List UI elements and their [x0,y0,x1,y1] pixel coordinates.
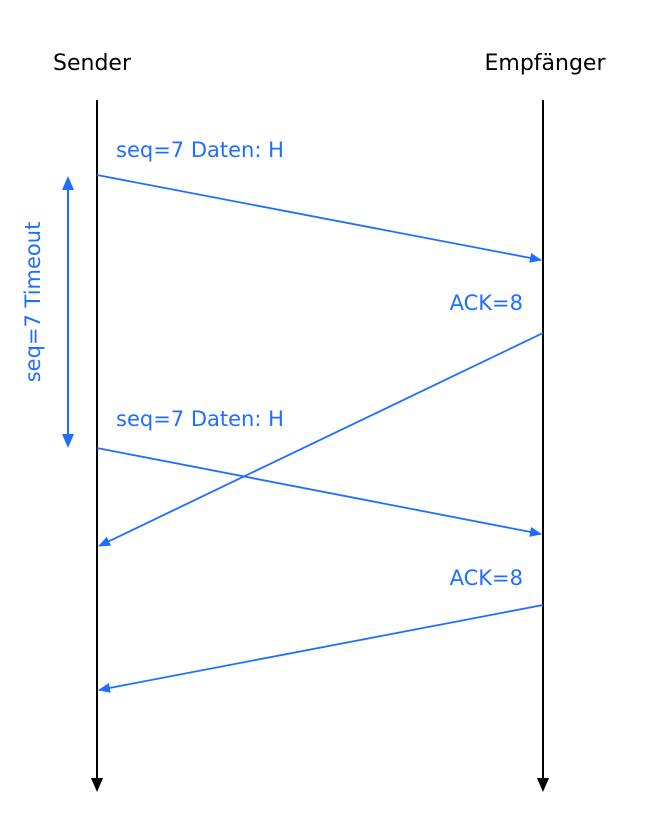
sender-label: Sender [53,51,132,76]
message-2-arrow [98,332,544,547]
message-1-label: seq=7 Daten: H [116,138,284,162]
timeout-arrowhead-top [62,176,74,190]
message-4-label: ACK=8 [450,566,523,590]
message-3-label: seq=7 Daten: H [116,407,284,431]
message-2-label: ACK=8 [450,291,523,315]
timeout-label: seq=7 Timeout [21,222,45,383]
receiver-label: Empfänger [484,51,606,76]
message-3-arrow [96,447,542,537]
message-1-arrow [96,174,542,263]
timeout-arrowhead-bottom [62,434,74,448]
sender-lifeline-arrowhead [91,778,103,792]
message-4-arrow [98,604,544,693]
receiver-lifeline-arrowhead [537,778,549,792]
